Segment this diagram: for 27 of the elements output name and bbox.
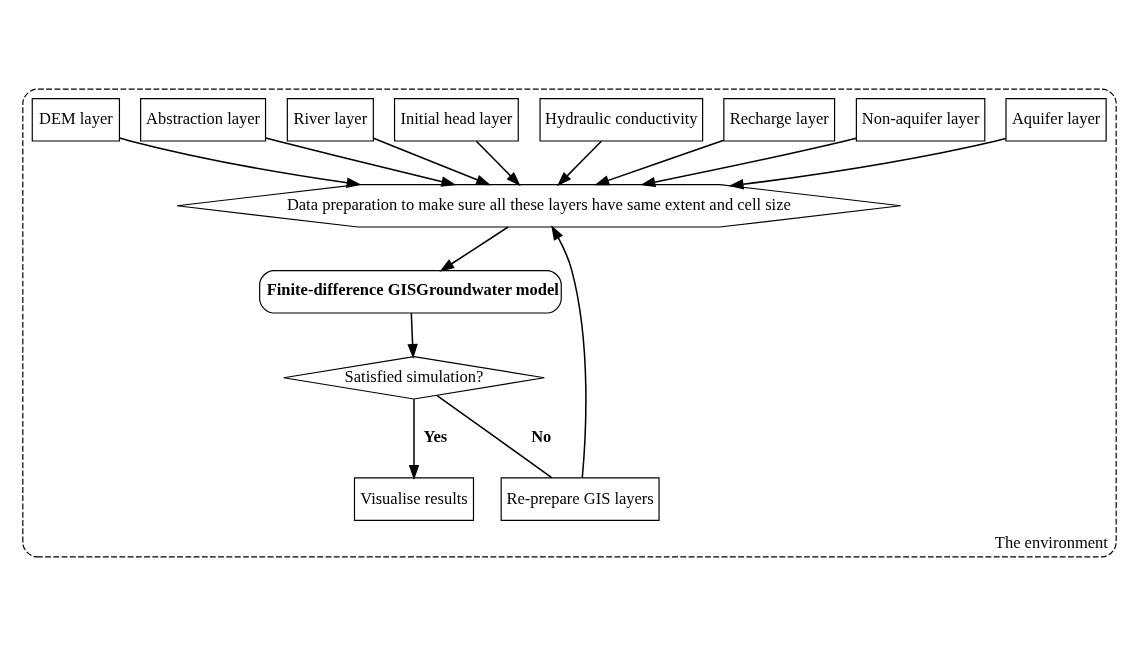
arrow [551,225,587,479]
arrow [372,137,491,186]
node-box: River layer [286,97,374,142]
arrow [640,137,857,188]
edge-label: Yes [423,427,448,447]
node-diamond: Satisfied simulation? [283,356,545,400]
node-box: Hydraulic conductivity [539,97,704,142]
arrow [594,139,725,186]
node-box: Recharge layer [723,97,836,142]
arrow [407,312,418,359]
arrow [118,137,362,188]
arrow [557,140,603,187]
arrow [728,137,1007,190]
arrow [408,398,420,480]
arrow [265,137,457,187]
arrow [475,140,521,187]
node-box: Initial head layer [393,97,519,142]
node-box: Aquifer layer [1005,97,1107,142]
node-box: Abstraction layer [140,97,267,142]
node-box: Non-aquifer layer [855,97,986,142]
node-box: DEM layer [31,97,121,142]
connector [436,394,553,479]
node-box: Visualise results [353,477,475,521]
arrow [439,226,509,272]
node-box: Finite-difference GISGroundwater model [259,270,562,314]
node-box: Re-prepare GIS layers [500,477,660,521]
edge-label: No [531,427,552,447]
